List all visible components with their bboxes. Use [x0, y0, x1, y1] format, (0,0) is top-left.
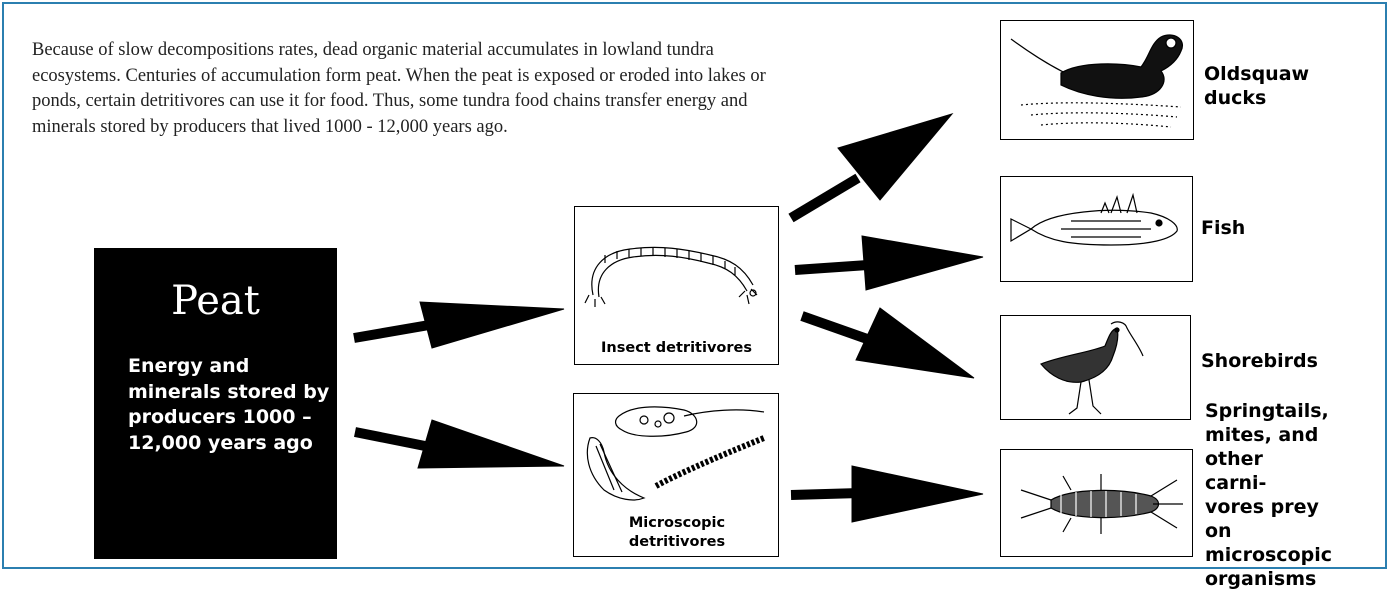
arrow-icon [791, 114, 952, 218]
arrow-icon [795, 236, 983, 290]
arrows-layer [0, 0, 1393, 573]
arrow-icon [354, 302, 564, 348]
arrow-icon [802, 308, 974, 378]
arrow-icon [355, 420, 564, 468]
arrow-icon [791, 466, 983, 522]
